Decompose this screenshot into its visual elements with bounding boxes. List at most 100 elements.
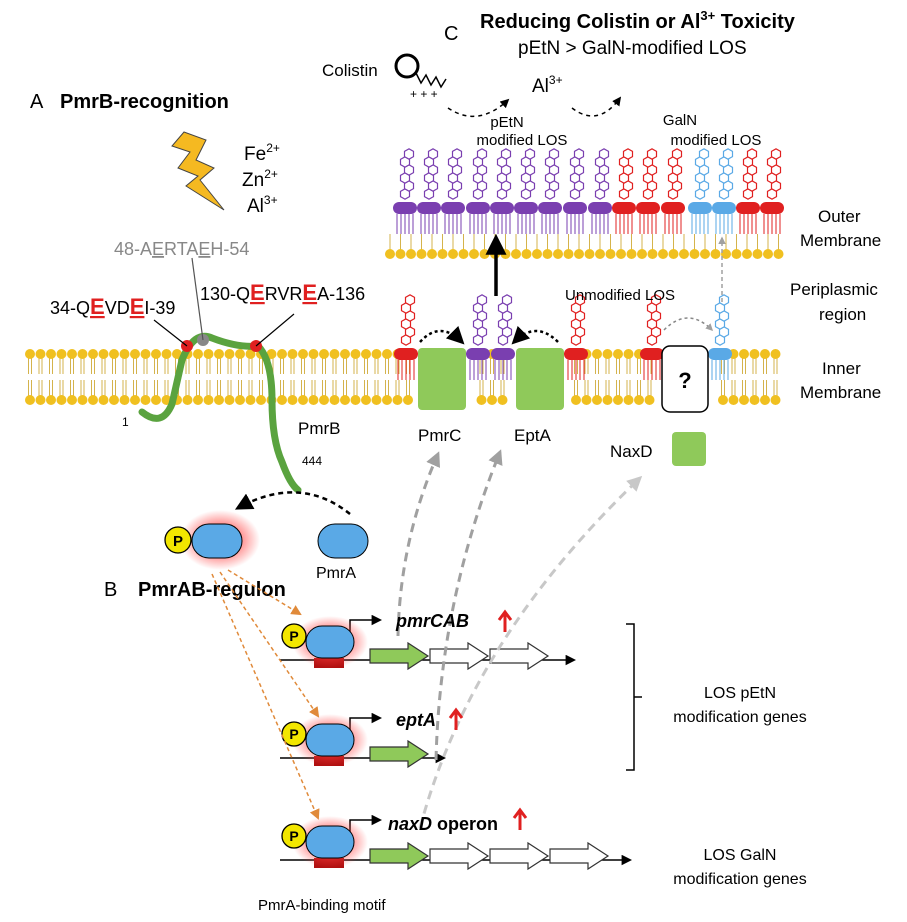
sugar-hexagon bbox=[650, 294, 662, 306]
lipid-head bbox=[277, 349, 287, 359]
los-lipid-a-head bbox=[712, 202, 736, 214]
motif-m2-leader bbox=[191, 257, 204, 341]
los-lipid-a-head bbox=[760, 202, 784, 214]
lipid-head bbox=[679, 249, 689, 259]
epta-transfer-arrow bbox=[511, 325, 559, 345]
lipid-head bbox=[602, 395, 613, 405]
lipid-head bbox=[392, 395, 403, 405]
lipid-head bbox=[203, 349, 214, 359]
section-c-subtitle: pEtN > GalN-modified LOS bbox=[518, 38, 747, 59]
epta-up-icon bbox=[448, 707, 464, 730]
unknown-enzyme bbox=[661, 345, 709, 413]
lipid-head bbox=[193, 349, 203, 359]
epta-enzyme bbox=[516, 348, 564, 410]
lipid-head bbox=[235, 395, 245, 405]
lipid-head bbox=[479, 249, 490, 259]
lipid-head bbox=[605, 249, 616, 259]
lipid-head bbox=[182, 395, 193, 405]
petn-genes-bracket bbox=[626, 623, 642, 771]
lipid-head bbox=[616, 249, 626, 259]
section-b-letter: B bbox=[104, 579, 117, 601]
lipid-head bbox=[574, 249, 584, 259]
sugar-hexagon bbox=[476, 148, 488, 160]
metal-al: Al3+ bbox=[247, 193, 278, 217]
los-lipid-a-head bbox=[394, 348, 418, 360]
lipid-head bbox=[497, 395, 508, 405]
sugar-hexagon bbox=[451, 148, 463, 160]
naxd-to-naxd-arrow bbox=[418, 475, 643, 829]
section-a-letter: A bbox=[30, 91, 44, 113]
sugar-hexagon bbox=[671, 148, 683, 160]
lipid-head bbox=[602, 349, 613, 359]
sugar-hexagon bbox=[622, 148, 634, 160]
lipid-head bbox=[130, 349, 140, 359]
lipid-head bbox=[749, 395, 760, 405]
petn-genes-label-line2: modification genes bbox=[673, 709, 806, 726]
colistin-label: Colistin bbox=[322, 61, 378, 80]
los-lipid-a-head bbox=[466, 202, 490, 214]
lipid-head bbox=[511, 249, 521, 259]
lipid-head bbox=[329, 395, 340, 405]
pmra-label: PmrA bbox=[316, 565, 356, 582]
lipid-head bbox=[172, 349, 182, 359]
motif-m1-label: 34-QEVDEI-39 bbox=[50, 294, 175, 319]
lipid-head bbox=[500, 249, 511, 259]
lightning-icon bbox=[171, 131, 225, 211]
lipid-head bbox=[214, 395, 224, 405]
pmra-active bbox=[191, 523, 243, 559]
lipid-head bbox=[25, 349, 35, 359]
lipid-head bbox=[644, 395, 655, 405]
metal-fe: Fe2+ bbox=[244, 141, 280, 165]
sugar-hexagon bbox=[476, 294, 488, 306]
lipid-head bbox=[35, 349, 46, 359]
lipid-head bbox=[287, 349, 298, 359]
petn-genes-label-line1: LOS pEtN bbox=[704, 685, 776, 702]
motif-m3-label: 130-QERVREA-136 bbox=[200, 280, 365, 305]
los-lipid-a-head bbox=[514, 202, 538, 214]
lipid-head bbox=[340, 395, 350, 405]
lipid-head bbox=[119, 349, 130, 359]
sugar-hexagon bbox=[404, 294, 416, 306]
lipid-head bbox=[140, 395, 151, 405]
galn-los-label-line1: GalN bbox=[663, 112, 697, 129]
phospho-label-main: P bbox=[173, 533, 183, 550]
lipid-head bbox=[140, 349, 151, 359]
galn-genes-label-line1: LOS GalN bbox=[704, 847, 777, 864]
sugar-hexagon bbox=[573, 148, 585, 160]
lipid-head bbox=[752, 249, 763, 259]
lipid-head bbox=[161, 349, 172, 359]
lipid-head bbox=[119, 395, 130, 405]
naxd-gene-white bbox=[489, 841, 550, 871]
outer-membrane-los-layer bbox=[393, 148, 784, 234]
binding-motif-label: PmrA-binding motif bbox=[258, 897, 386, 914]
lipid-head bbox=[658, 249, 668, 259]
lipid-head bbox=[266, 349, 277, 359]
sugar-hexagon bbox=[574, 294, 586, 306]
epta-label: EptA bbox=[514, 426, 552, 445]
petn-los-label-line2: modified LOS bbox=[477, 132, 568, 149]
lipid-head bbox=[773, 249, 784, 259]
los-lipid-a-head bbox=[661, 202, 685, 214]
phosphotransfer-arrow bbox=[234, 491, 351, 515]
lipid-head bbox=[739, 349, 749, 359]
lipid-head bbox=[56, 395, 67, 405]
lipid-head bbox=[668, 249, 679, 259]
sugar-hexagon bbox=[500, 148, 512, 160]
lipid-head bbox=[385, 249, 395, 259]
sugar-hexagon bbox=[501, 294, 513, 306]
lipid-head bbox=[613, 349, 623, 359]
motif-m1-leader bbox=[153, 319, 188, 347]
los-lipid-a-head bbox=[490, 202, 514, 214]
los-lipid-a-head bbox=[640, 348, 664, 360]
lipid-head bbox=[56, 349, 67, 359]
unknown-label: ? bbox=[678, 368, 691, 393]
al-away-arrow bbox=[571, 96, 622, 117]
los-lipid-a-head bbox=[636, 202, 660, 214]
lipid-head bbox=[710, 249, 721, 259]
pmra-inactive bbox=[317, 523, 369, 559]
section-a-title: PmrB-recognition bbox=[60, 91, 229, 113]
section-b-title: PmrAB-regulon bbox=[138, 579, 286, 601]
sugar-hexagon bbox=[746, 148, 758, 160]
lipid-head bbox=[581, 395, 592, 405]
galn-genes-label-line2: modification genes bbox=[673, 871, 806, 888]
